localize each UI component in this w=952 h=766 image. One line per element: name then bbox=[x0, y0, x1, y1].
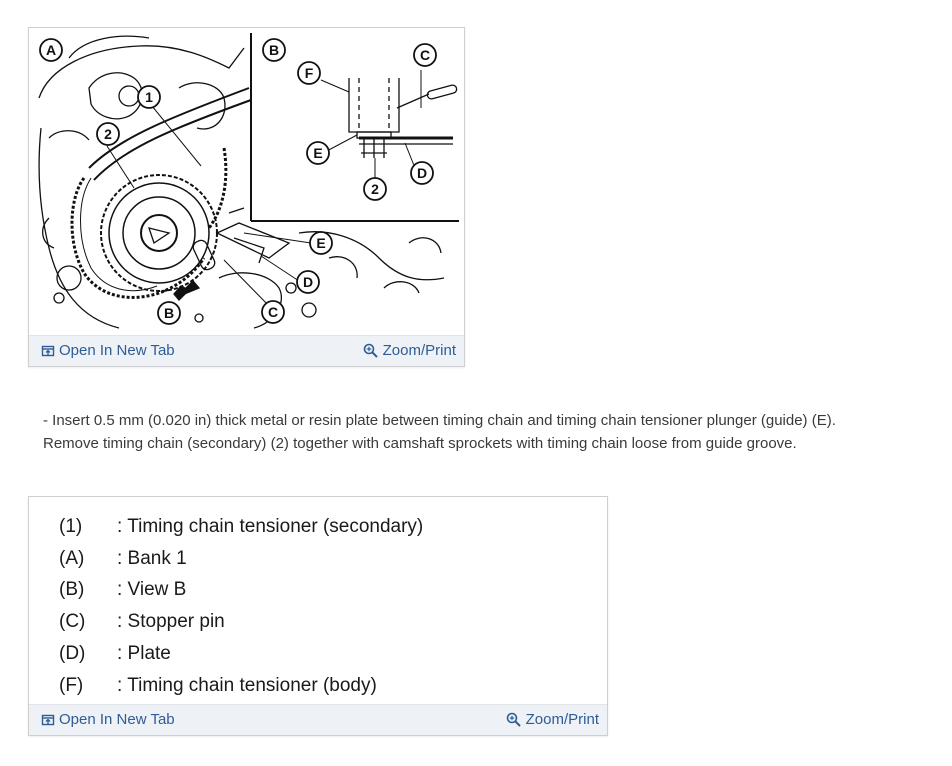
svg-text:1: 1 bbox=[145, 89, 153, 105]
svg-text:D: D bbox=[303, 274, 313, 290]
callout-e-inset: E bbox=[306, 141, 330, 165]
svg-text:2: 2 bbox=[371, 181, 379, 197]
open-new-tab-icon bbox=[41, 345, 55, 356]
svg-text:C: C bbox=[420, 47, 430, 63]
zoom-print-label: Zoom/Print bbox=[382, 342, 456, 359]
instruction-line-1: - Insert 0.5 mm (0.020 in) thick metal o… bbox=[43, 412, 836, 429]
svg-text:A: A bbox=[46, 42, 56, 58]
legend-row: (B) : View B bbox=[59, 575, 423, 607]
svg-text:B: B bbox=[164, 305, 174, 321]
callout-d-main: D bbox=[296, 270, 320, 294]
open-in-new-tab-link[interactable]: Open In New Tab bbox=[41, 711, 175, 728]
callout-one: 1 bbox=[137, 85, 161, 109]
svg-text:2: 2 bbox=[104, 126, 112, 142]
legend-description: : Bank 1 bbox=[117, 547, 187, 569]
legend-row: (C) : Stopper pin bbox=[59, 606, 423, 638]
callout-a: A bbox=[39, 38, 63, 62]
legend-code: (B) bbox=[59, 579, 85, 601]
open-in-new-tab-label: Open In New Tab bbox=[59, 342, 175, 359]
callout-c-inset: C bbox=[413, 43, 437, 67]
instruction-text: - Insert 0.5 mm (0.020 in) thick metal o… bbox=[43, 409, 923, 455]
svg-text:E: E bbox=[313, 145, 322, 161]
callout-b-inset: B bbox=[262, 38, 286, 62]
figure-footer: Open In New Tab Zoom/Print bbox=[29, 335, 464, 366]
callout-d-inset: D bbox=[410, 161, 434, 185]
timing-chain-diagram: A B C F 1 2 E bbox=[38, 33, 459, 329]
callout-two-inset: 2 bbox=[363, 177, 387, 201]
zoom-print-label: Zoom/Print bbox=[525, 711, 599, 728]
legend-row: (F) : Timing chain tensioner (body) bbox=[59, 670, 423, 702]
figure-card: A B C F 1 2 E bbox=[28, 27, 465, 367]
open-new-tab-icon bbox=[41, 714, 55, 725]
zoom-print-link[interactable]: Zoom/Print bbox=[506, 711, 599, 728]
svg-text:E: E bbox=[316, 235, 325, 251]
zoom-icon bbox=[506, 712, 521, 727]
instruction-line-2: Remove timing chain (secondary) (2) toge… bbox=[43, 435, 797, 452]
open-in-new-tab-link[interactable]: Open In New Tab bbox=[41, 342, 175, 359]
legend-description: : View B bbox=[117, 579, 187, 601]
legend-row: (D) : Plate bbox=[59, 638, 423, 670]
callout-c-main: C bbox=[261, 300, 285, 324]
svg-text:F: F bbox=[305, 65, 314, 81]
legend-description: : Stopper pin bbox=[117, 611, 225, 633]
legend-code: (F) bbox=[59, 674, 84, 696]
svg-text:B: B bbox=[269, 42, 279, 58]
callout-two: 2 bbox=[96, 122, 120, 146]
zoom-print-link[interactable]: Zoom/Print bbox=[363, 342, 456, 359]
legend-description: : Timing chain tensioner (secondary) bbox=[117, 515, 424, 537]
legend-row: (1) : Timing chain tensioner (secondary) bbox=[59, 511, 423, 543]
legend-code: (1) bbox=[59, 515, 83, 537]
legend-code: (A) bbox=[59, 547, 85, 569]
legend-card: (1) : Timing chain tensioner (secondary)… bbox=[28, 496, 608, 736]
legend-row: (A) : Bank 1 bbox=[59, 543, 423, 575]
svg-text:D: D bbox=[417, 165, 427, 181]
open-in-new-tab-label: Open In New Tab bbox=[59, 711, 175, 728]
callout-b-main: B bbox=[157, 301, 181, 325]
legend-description: : Timing chain tensioner (body) bbox=[117, 674, 377, 696]
svg-text:C: C bbox=[268, 304, 278, 320]
legend-description: : Plate bbox=[117, 643, 171, 665]
callout-f: F bbox=[297, 61, 321, 85]
legend-footer: Open In New Tab Zoom/Print bbox=[29, 704, 607, 735]
legend-code: (D) bbox=[59, 643, 86, 665]
legend-code: (C) bbox=[59, 611, 86, 633]
legend-table: (1) : Timing chain tensioner (secondary)… bbox=[59, 511, 423, 702]
zoom-icon bbox=[363, 343, 378, 358]
callout-e-main: E bbox=[309, 231, 333, 255]
